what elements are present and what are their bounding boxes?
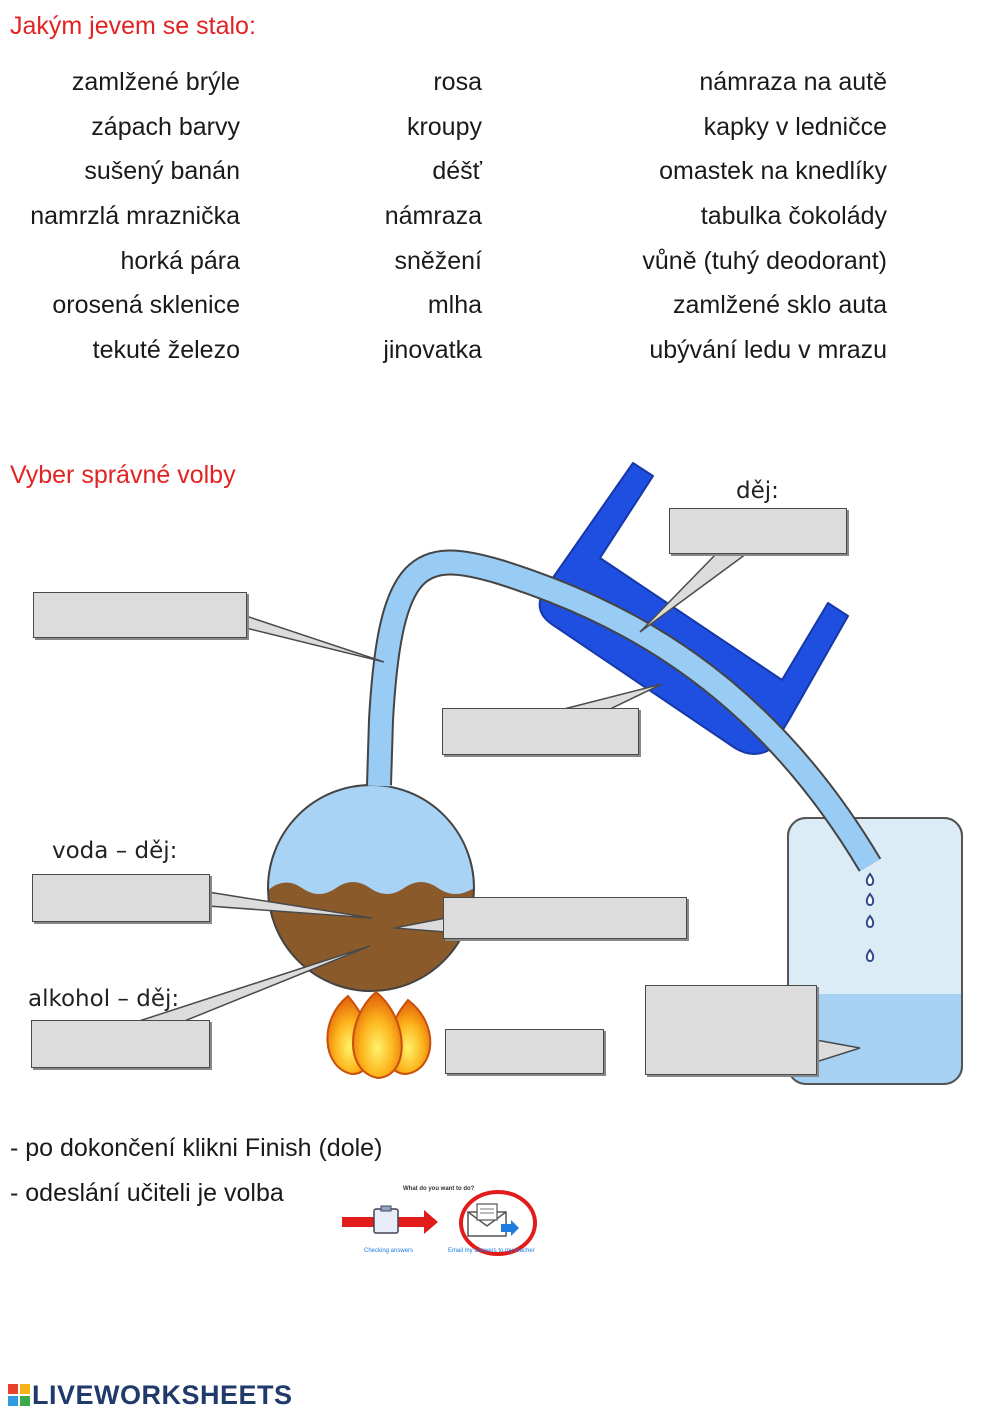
glass-tube — [368, 551, 880, 871]
word-item: zamlžené brýle — [71, 68, 240, 96]
word-item: zápach barvy — [91, 112, 240, 141]
email-icon — [467, 1203, 519, 1237]
word-item: kapky v ledničce — [703, 112, 887, 141]
word-item: rosa — [433, 68, 482, 96]
answer-box-process[interactable] — [669, 508, 847, 554]
distilling-flask — [267, 784, 475, 992]
callout-pointers — [135, 553, 861, 1064]
word-item: námraza — [384, 202, 482, 231]
word-column-1: zamlžené brýle zápach barvy sušený banán… — [0, 60, 240, 373]
answer-box-alcohol-process[interactable] — [31, 1020, 210, 1068]
word-item: namrzlá mraznička — [30, 202, 240, 231]
word-item: vůně (tuhý deodorant) — [642, 246, 887, 275]
condenser — [538, 462, 849, 755]
label-alcohol-process: alkohol – děj: — [28, 986, 180, 1012]
label-water-process: voda – děj: — [52, 838, 178, 864]
word-item: tekuté železo — [92, 336, 240, 365]
answer-box-flame[interactable] — [445, 1029, 604, 1074]
word-item: jinovatka — [383, 336, 482, 365]
word-item: sušený banán — [84, 157, 240, 186]
logo-badge-icon — [8, 1384, 30, 1406]
instruction-finish: - po dokončení klikni Finish (dole) — [10, 1134, 383, 1162]
instruction-send: - odeslání učiteli je volba — [10, 1179, 284, 1207]
word-item: zamlžené sklo auta — [672, 291, 887, 320]
section-title-choices: Vyber správné volby — [10, 461, 236, 489]
answer-box-beaker[interactable] — [645, 985, 817, 1075]
answer-box-water-process[interactable] — [32, 874, 210, 922]
red-arrow-head — [424, 1210, 438, 1234]
burner-flame — [326, 990, 432, 1080]
mini-dialog-title: What do you want to do? — [403, 1186, 475, 1192]
word-item: sněžení — [394, 246, 482, 275]
water-drops — [865, 872, 875, 962]
clipboard-icon — [373, 1205, 399, 1234]
mini-email-teacher: Email my answers to my teacher — [448, 1248, 535, 1254]
word-item: omastek na knedlíky — [659, 157, 887, 186]
word-column-3: námraza na autě kapky v ledničce omastek… — [560, 60, 887, 373]
word-item: mlha — [427, 291, 482, 320]
section-title-phenomena: Jakým jevem se stalo: — [10, 12, 256, 40]
word-item: ubývání ledu v mrazu — [649, 336, 887, 365]
word-item: déšť — [432, 157, 482, 186]
finish-dialog-illustration — [342, 1190, 537, 1256]
word-item: horká pára — [120, 246, 240, 275]
word-item: tabulka čokolády — [700, 202, 887, 231]
word-item: kroupy — [406, 112, 482, 141]
word-item: námraza na autě — [699, 68, 887, 96]
word-column-2: rosa kroupy déšť námraza sněžení mlha ji… — [300, 60, 482, 373]
logo-text: LIVEWORKSHEETS — [32, 1380, 293, 1410]
collection-beaker — [787, 817, 963, 1085]
mini-checking-answers: Checking answers — [364, 1248, 414, 1254]
word-item: orosená sklenice — [52, 291, 240, 320]
answer-box-condenser[interactable] — [442, 708, 639, 755]
answer-box-flask[interactable] — [443, 897, 687, 939]
label-process: děj: — [736, 478, 779, 504]
liveworksheets-logo: LIVEWORKSHEETS — [8, 1380, 293, 1411]
highlight-circle — [459, 1190, 537, 1256]
answer-box-tube[interactable] — [33, 592, 247, 638]
